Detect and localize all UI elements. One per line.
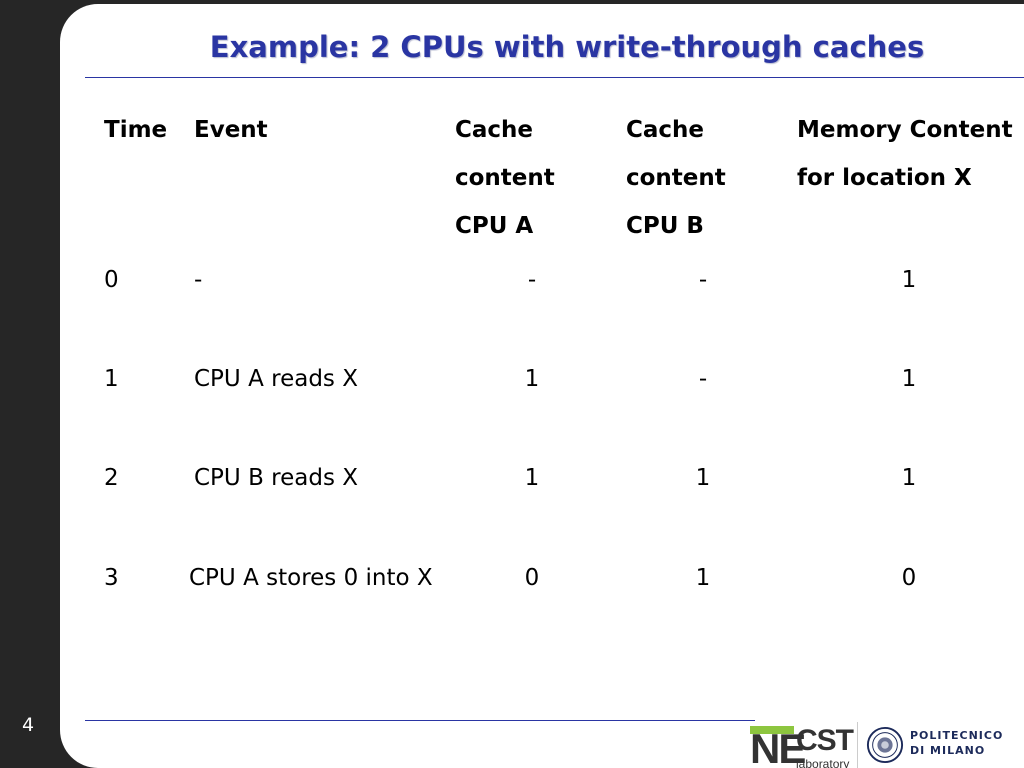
logo-divider xyxy=(857,722,858,768)
cell-event: CPU B reads X xyxy=(194,465,359,491)
cell-event: CPU A stores 0 into X xyxy=(189,565,433,591)
necst-logo: NE CST laboratory xyxy=(750,724,854,768)
cell-event: - xyxy=(194,267,203,293)
header-cache-cpu-a: Cache content CPU A xyxy=(455,117,555,239)
cell-memory: 1 xyxy=(901,465,917,491)
cell-event: CPU A reads X xyxy=(194,366,358,392)
cell-time: 1 xyxy=(104,366,119,392)
necst-logo-ne: NE xyxy=(750,725,806,768)
cell-cache-b: - xyxy=(698,267,708,293)
cell-memory: 1 xyxy=(901,267,917,293)
politecnico-seal-icon xyxy=(866,726,904,764)
cell-time: 0 xyxy=(104,267,119,293)
cell-cache-b: - xyxy=(698,366,708,392)
cell-memory: 1 xyxy=(901,366,917,392)
necst-accent-bar xyxy=(750,726,794,734)
slide: Example: 2 CPUs with write-through cache… xyxy=(60,4,1024,768)
header-event: Event xyxy=(194,117,268,143)
cell-cache-a: 1 xyxy=(524,465,540,491)
title-divider xyxy=(85,77,1024,78)
cell-cache-a: 1 xyxy=(524,366,540,392)
cell-cache-b: 1 xyxy=(695,565,711,591)
necst-logo-laboratory: laboratory xyxy=(796,757,850,768)
cell-time: 2 xyxy=(104,465,119,491)
header-cache-cpu-b: Cache content CPU B xyxy=(626,117,726,239)
cell-cache-a: - xyxy=(527,267,537,293)
cell-cache-a: 0 xyxy=(524,565,540,591)
footer-divider xyxy=(85,720,755,721)
politecnico-logo-text: POLITECNICO DI MILANO xyxy=(910,729,1004,757)
cell-memory: 0 xyxy=(901,565,917,591)
page-number: 4 xyxy=(22,714,35,736)
necst-logo-cst: CST xyxy=(796,724,854,757)
header-memory-content: Memory Content for location X xyxy=(797,117,1013,191)
slide-title: Example: 2 CPUs with write-through cache… xyxy=(209,30,925,64)
header-time: Time xyxy=(104,117,168,143)
cell-cache-b: 1 xyxy=(695,465,711,491)
cell-time: 3 xyxy=(104,565,119,591)
